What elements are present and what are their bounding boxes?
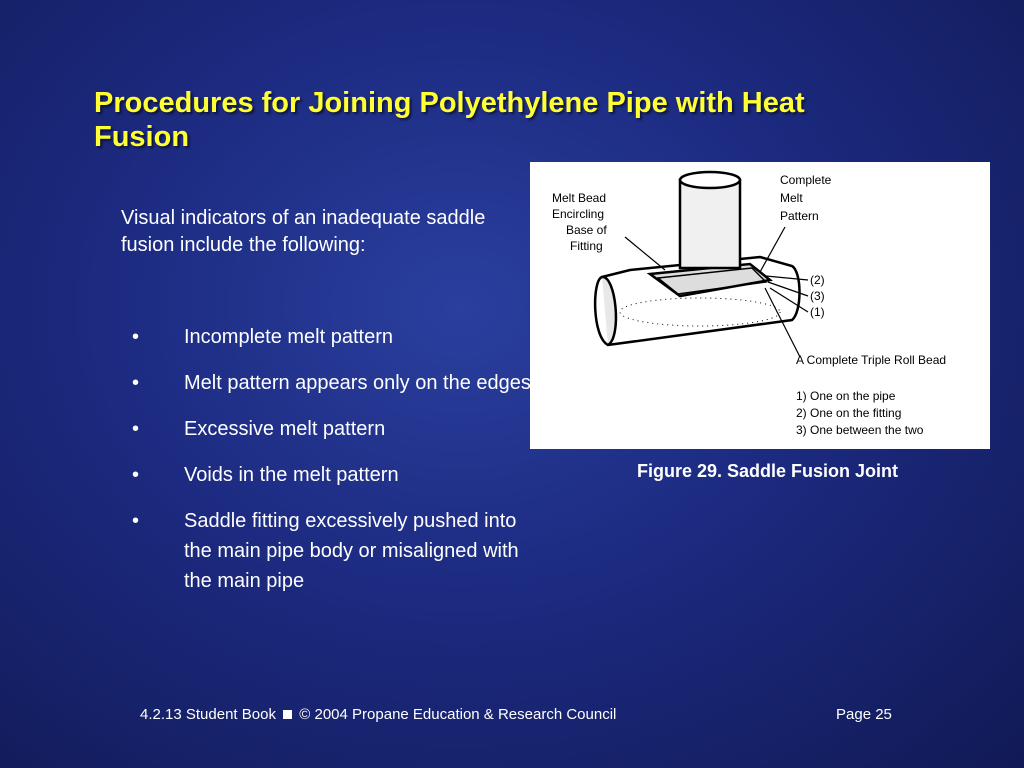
label-fitting: Fitting [570,239,603,253]
bullet-marker: • [132,372,140,394]
label-melt-bead: Melt Bead [552,191,606,205]
bullet-text: Melt pattern appears only on the edges [184,372,531,394]
pipe-texture [619,297,781,327]
square-separator-icon [283,710,293,720]
list-item: • Excessive melt pattern [132,414,532,444]
bullet-marker: • [132,326,140,348]
label-complete: Complete [780,173,832,187]
main-pipe-end [601,275,618,347]
saddle-fusion-figure: Melt Bead Encircling Base of Fitting Com… [530,162,990,449]
label-list-1: 1) One on the pipe [796,389,896,403]
fitting-body [678,178,742,270]
list-item: • Voids in the melt pattern [132,460,532,490]
label-base-of: Base of [566,223,607,237]
footer-book: 4.2.13 Student Book [140,706,276,723]
intro-text: Visual indicators of an inadequate saddl… [121,207,486,256]
list-item: • Saddle fitting excessively pushed into … [132,506,532,596]
fitting-top [678,170,742,190]
page-number: Page 25 [836,706,892,723]
saddle-fusion-diagram: Melt Bead Encircling Base of Fitting Com… [552,170,946,437]
melt-bead [656,267,768,295]
footer-copyright: © 2004 Propane Education & Research Coun… [299,706,617,723]
slide-title: Procedures for Joining Polyethylene Pipe… [94,87,805,153]
bullet-text: Voids in the melt pattern [184,464,399,486]
label-list-3: 3) One between the two [796,423,924,437]
bullet-text: Excessive melt pattern [184,418,386,440]
label-melt: Melt [780,191,803,205]
figure-caption: Figure 29. Saddle Fusion Joint [636,461,899,481]
indicator-list: • Incomplete melt pattern • Melt pattern a… [132,322,532,612]
bullet-marker: • [132,418,140,440]
label-num-3: (3) [810,289,825,303]
footer: 4.2.13 Student Book © 2004 Propane Educa… [140,706,616,723]
bullet-text: Saddle fitting excessively pushed into t… [184,510,519,592]
bullet-text: Incomplete melt pattern [184,326,393,348]
label-num-1: (1) [810,305,825,319]
label-triple-roll: A Complete Triple Roll Bead [796,353,946,367]
bullet-marker: • [132,510,140,532]
label-num-2: (2) [810,273,825,287]
label-list-2: 2) One on the fitting [796,406,901,420]
list-item: • Melt pattern appears only on the edges [132,368,532,398]
label-pattern: Pattern [780,209,819,223]
label-encircling: Encircling [552,207,604,221]
bullet-marker: • [132,464,140,486]
list-item: • Incomplete melt pattern [132,322,532,352]
